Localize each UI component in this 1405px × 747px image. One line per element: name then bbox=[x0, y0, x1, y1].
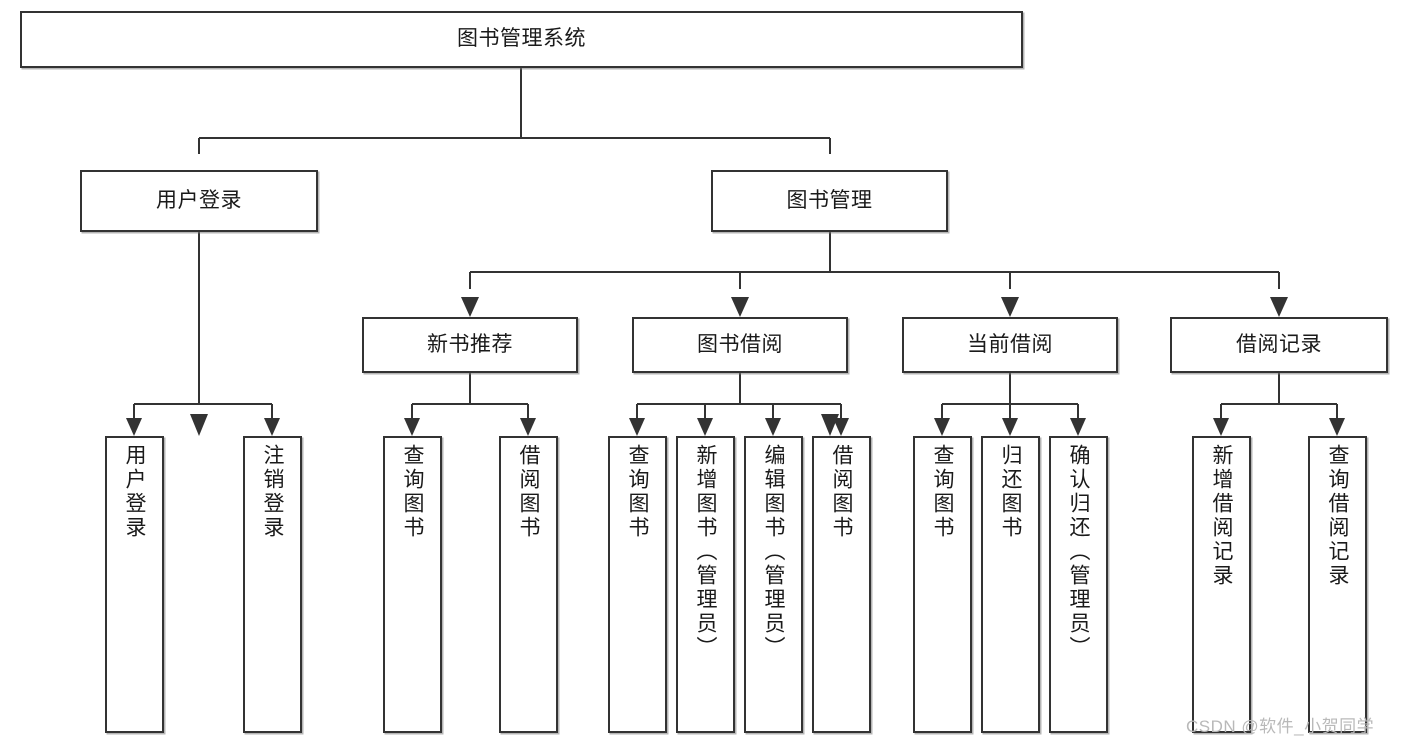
node-new-book-recommendation[interactable]: 新书推荐 bbox=[362, 317, 578, 373]
node-root[interactable]: 图书管理系统 bbox=[20, 11, 1023, 68]
node-user-login[interactable]: 用户登录 bbox=[80, 170, 318, 232]
leaf-edit-book[interactable]: 编辑图书（管理员） bbox=[744, 436, 803, 733]
node-book-manage[interactable]: 图书管理 bbox=[711, 170, 948, 232]
leaf-confirm-return-label: 确认归还（管理员） bbox=[1067, 444, 1090, 660]
leaf-query-book-2[interactable]: 查询图书 bbox=[608, 436, 667, 733]
node-book-borrow-label: 图书借阅 bbox=[697, 332, 783, 356]
leaf-logout-label: 注销登录 bbox=[261, 444, 284, 540]
leaf-query-borrow-record-label: 查询借阅记录 bbox=[1326, 444, 1349, 588]
leaf-add-book[interactable]: 新增图书（管理员） bbox=[676, 436, 735, 733]
watermark: CSDN @软件_小贺同学 bbox=[1186, 717, 1375, 736]
leaf-query-book-1[interactable]: 查询图书 bbox=[383, 436, 442, 733]
leaf-borrow-book-1[interactable]: 借阅图书 bbox=[499, 436, 558, 733]
node-root-label: 图书管理系统 bbox=[457, 27, 586, 51]
node-user-login-label: 用户登录 bbox=[156, 188, 242, 212]
node-current-borrow-label: 当前借阅 bbox=[967, 332, 1053, 356]
leaf-add-book-label: 新增图书（管理员） bbox=[694, 444, 717, 660]
node-new-book-recommendation-label: 新书推荐 bbox=[427, 332, 513, 356]
leaf-add-borrow-record-label: 新增借阅记录 bbox=[1210, 444, 1233, 588]
node-borrow-record-label: 借阅记录 bbox=[1236, 332, 1322, 356]
node-current-borrow[interactable]: 当前借阅 bbox=[902, 317, 1118, 373]
leaf-query-book-3-label: 查询图书 bbox=[931, 444, 954, 540]
leaf-user-login-label: 用户登录 bbox=[123, 444, 146, 540]
leaf-query-book-1-label: 查询图书 bbox=[401, 444, 424, 540]
leaf-edit-book-label: 编辑图书（管理员） bbox=[762, 444, 785, 660]
leaf-query-book-3[interactable]: 查询图书 bbox=[913, 436, 972, 733]
node-borrow-record[interactable]: 借阅记录 bbox=[1170, 317, 1388, 373]
leaf-borrow-book-1-label: 借阅图书 bbox=[517, 444, 540, 540]
leaf-borrow-book-2-label: 借阅图书 bbox=[830, 444, 853, 540]
leaf-return-book-label: 归还图书 bbox=[999, 444, 1022, 540]
leaf-logout[interactable]: 注销登录 bbox=[243, 436, 302, 733]
node-book-borrow[interactable]: 图书借阅 bbox=[632, 317, 848, 373]
leaf-query-borrow-record[interactable]: 查询借阅记录 bbox=[1308, 436, 1367, 733]
node-book-manage-label: 图书管理 bbox=[786, 188, 873, 212]
leaf-query-book-2-label: 查询图书 bbox=[626, 444, 649, 540]
leaf-return-book[interactable]: 归还图书 bbox=[981, 436, 1040, 733]
leaf-borrow-book-2[interactable]: 借阅图书 bbox=[812, 436, 871, 733]
leaf-add-borrow-record[interactable]: 新增借阅记录 bbox=[1192, 436, 1251, 733]
leaf-user-login[interactable]: 用户登录 bbox=[105, 436, 164, 733]
leaf-confirm-return[interactable]: 确认归还（管理员） bbox=[1049, 436, 1108, 733]
